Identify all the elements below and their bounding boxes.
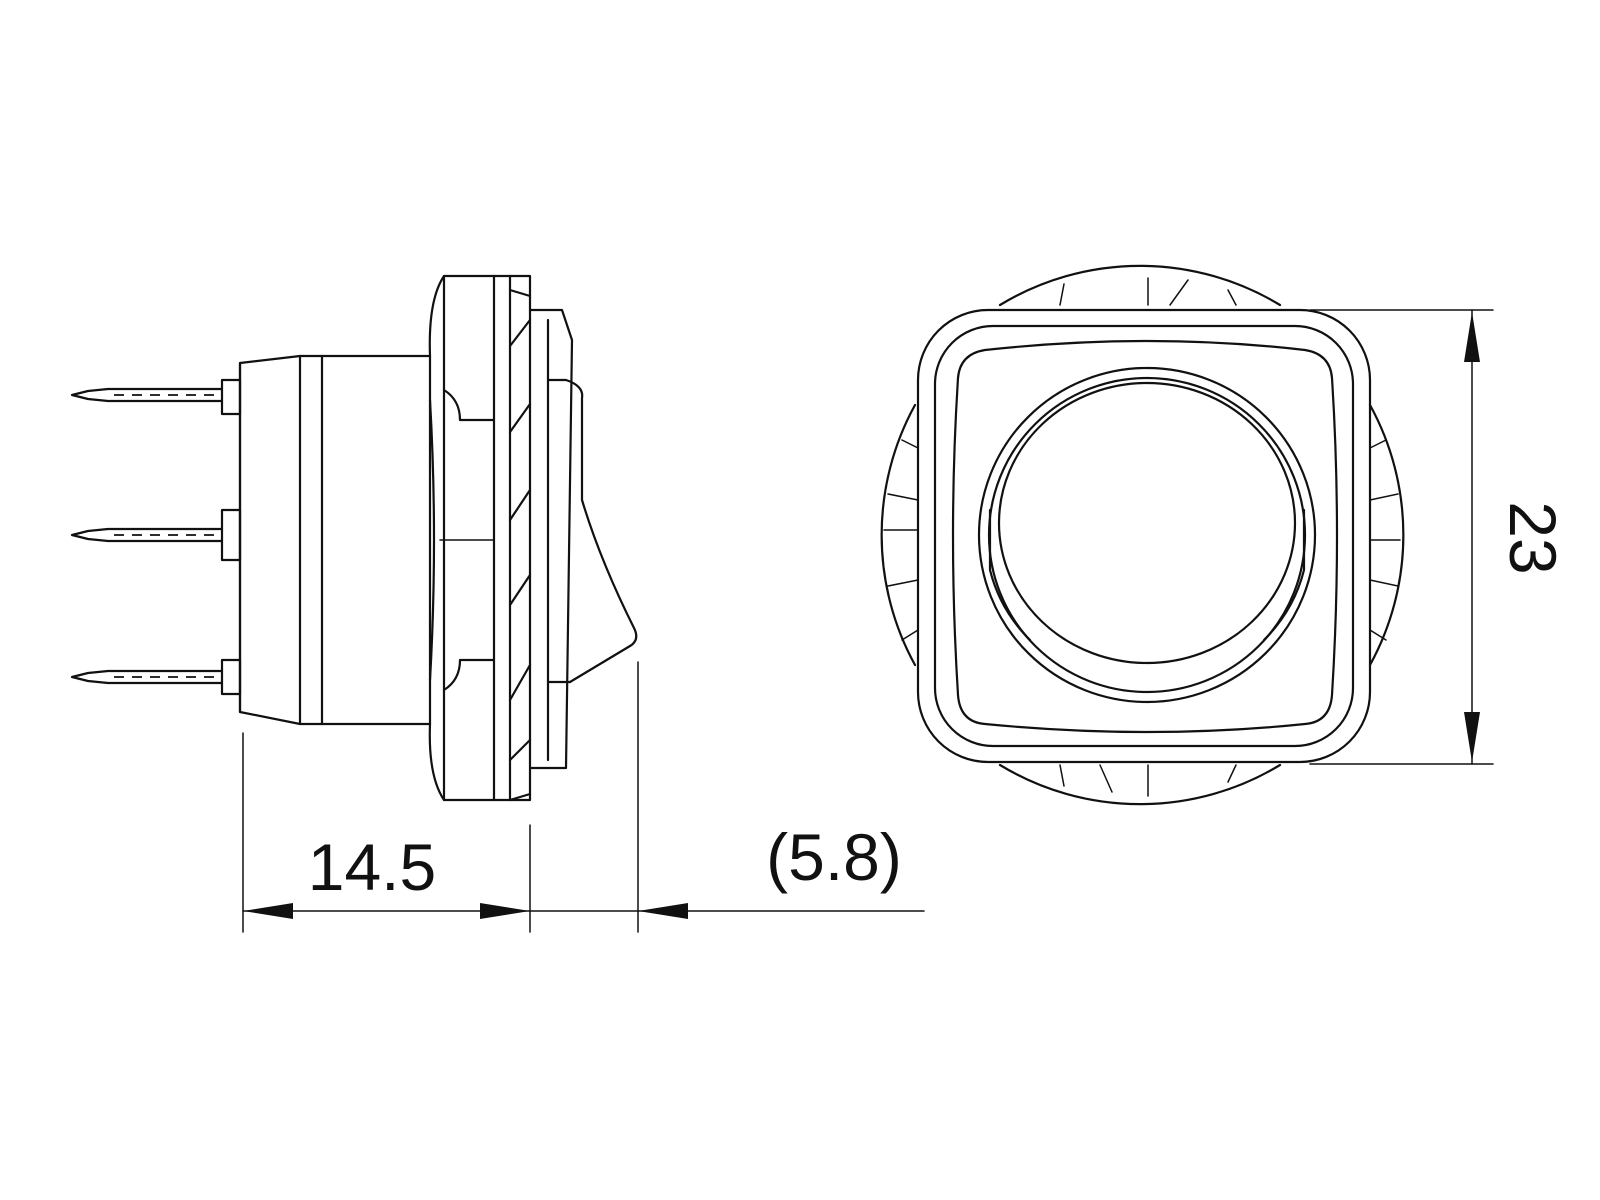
indicator-lens [977,366,1317,704]
mounting-bezel-side [428,274,532,802]
switch-housing [238,354,432,726]
rocker-face [951,339,1339,734]
dimension-rocker-protrusion [529,903,925,919]
rocker-actuator [528,308,638,770]
round-flange [880,264,1405,806]
dimension-label-bezel-height: 23 [1496,501,1570,574]
dimension-bezel-height [1464,309,1480,765]
front-view [880,264,1405,806]
terminal-pin-middle [70,508,242,562]
terminal-pin-top [70,378,242,416]
dimension-label-body-depth: 14.5 [308,830,436,904]
terminal-pins [70,378,242,696]
terminal-pin-bottom [70,658,242,696]
square-bezel-outer [916,308,1372,764]
dimension-label-rocker-protrusion: (5.8) [766,820,902,894]
dimension-body-depth [242,903,531,919]
square-bezel-inner [933,324,1355,748]
side-view [70,274,638,802]
dimension-lines [242,309,1494,933]
